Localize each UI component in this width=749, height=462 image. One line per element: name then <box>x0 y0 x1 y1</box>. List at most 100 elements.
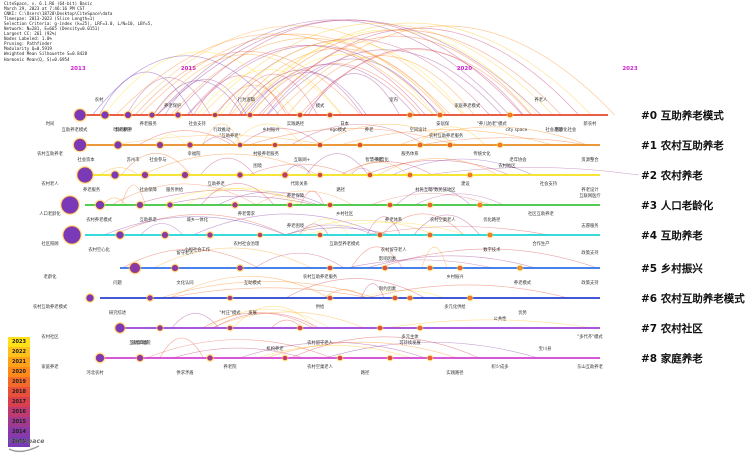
keyword-label: 多元主体 <box>401 333 419 340</box>
keyword-label: 公共性 <box>494 315 508 322</box>
keyword-label: 志愿服务 <box>581 222 599 229</box>
keyword-label: 农村互助养老服务 <box>303 273 338 280</box>
co-citation-arc <box>139 33 452 116</box>
co-citation-arc <box>219 40 466 116</box>
co-citation-arc <box>196 69 342 116</box>
co-citation-arc <box>92 55 280 116</box>
co-citation-arc <box>275 25 615 116</box>
keyword-label: 路径 <box>336 186 345 193</box>
co-citation-arc <box>366 226 549 236</box>
co-citation-arc <box>216 84 290 116</box>
keyword-node <box>237 265 243 271</box>
co-citation-arc <box>201 23 554 116</box>
keyword-label: 优化路径 <box>483 216 501 223</box>
keyword-label: 契约精神 <box>115 126 132 133</box>
keyword-label: 服务供给 <box>166 186 184 193</box>
keyword-node <box>317 232 323 238</box>
info-line: CiteSpace, v. 6.1.R6 (64-bit) Basic <box>4 1 93 6</box>
co-citation-arc <box>265 341 458 359</box>
keyword-node <box>212 112 218 118</box>
keyword-label: 乡村振兴 <box>262 126 280 133</box>
co-citation-arc <box>288 220 436 236</box>
keyword-label: 养老服务 <box>83 186 101 193</box>
keyword-node <box>147 295 153 301</box>
keyword-label: 河北农村 <box>86 369 104 376</box>
keyword-label: 养老 <box>365 126 374 133</box>
co-citation-arc <box>213 38 490 116</box>
keyword-node <box>377 232 383 238</box>
keyword-label: 社会资本 <box>77 156 95 163</box>
legend-year-2022: 2022 <box>8 347 30 357</box>
cluster-label-7: #7 农村社区 <box>641 322 703 335</box>
keyword-node <box>477 202 483 208</box>
info-line: Nodes Labeled: 1.0% <box>4 36 52 42</box>
cluster-label-6: #6 农村互助养老模式 <box>641 292 745 305</box>
co-citation-arc <box>169 275 330 299</box>
co-citation-arc <box>98 71 194 116</box>
info-line: Weighted Mean Silhouette S=0.8428 <box>4 51 88 57</box>
keyword-label: 多元化供给 <box>444 303 466 310</box>
keyword-label: 养老保护 <box>164 102 181 109</box>
keyword-label: 社会支持 <box>540 180 558 187</box>
keyword-label: 农村互助养老模式 <box>33 303 68 310</box>
keyword-node <box>367 172 373 178</box>
keyword-node <box>407 172 413 178</box>
keyword-node <box>77 167 93 183</box>
keyword-label: 养老模式 <box>514 279 532 286</box>
co-citation-arc <box>241 128 322 146</box>
co-citation-arc <box>247 72 367 116</box>
keyword-label: 农村空巢老人 <box>307 363 333 370</box>
legend-year-2020: 2020 <box>8 367 30 377</box>
co-citation-arc <box>255 190 353 206</box>
co-citation-arc <box>134 51 361 116</box>
year-label: 2020 <box>457 66 472 72</box>
keyword-label: 政策支持 <box>581 249 599 256</box>
legend-year-2014: 2014 <box>8 427 30 437</box>
keyword-label: 老龄化社会 <box>555 126 577 133</box>
logo-swoosh-icon <box>8 445 40 453</box>
keyword-node <box>207 232 213 238</box>
keyword-label: 政策支持 <box>581 279 599 286</box>
legend-year-2016: 2016 <box>8 407 30 417</box>
legend-year-2017: 2017 <box>8 397 30 407</box>
keyword-node <box>157 325 163 331</box>
co-citation-arc <box>360 283 385 299</box>
co-citation-arc <box>238 69 363 116</box>
logo-text: CiteSpace <box>9 438 45 445</box>
keyword-node <box>136 201 144 209</box>
keyword-node <box>287 202 293 208</box>
co-citation-arc <box>317 124 458 146</box>
co-citation-arc <box>167 287 370 299</box>
co-citation-arc <box>266 58 439 116</box>
keyword-label: 机构养老 <box>266 345 284 352</box>
co-citation-arc <box>202 123 242 146</box>
keyword-label: 互助幸福院 <box>129 339 151 346</box>
co-citation-arc <box>386 319 593 329</box>
keyword-node <box>387 355 393 361</box>
keyword-node <box>417 142 423 148</box>
keyword-node <box>61 196 79 214</box>
co-citation-arc <box>103 216 286 236</box>
keyword-label: 小组社会工作 <box>184 246 210 253</box>
keyword-label: 可持续发展 <box>399 339 421 346</box>
keyword-label: 东山互助养老 <box>577 363 603 370</box>
keyword-node <box>227 295 233 301</box>
keyword-node <box>116 231 124 239</box>
co-citation-arc <box>257 345 412 359</box>
keyword-label: 互助模式 <box>244 279 262 286</box>
keyword-label: 少数民族地区 <box>430 186 456 193</box>
keyword-label: 乡村社区 <box>336 210 354 217</box>
keyword-label: 社会保障 <box>140 186 158 193</box>
keyword-node <box>171 264 179 272</box>
co-citation-arc <box>346 259 493 269</box>
cluster-label-3: #3 人口老龄化 <box>641 199 714 212</box>
keyword-label: 室内 <box>389 96 398 103</box>
keyword-node <box>407 295 413 301</box>
keyword-node <box>467 172 473 178</box>
keyword-node <box>167 202 173 208</box>
co-citation-arc <box>159 281 376 299</box>
keyword-node <box>457 265 463 271</box>
info-line: Pruning: Pathfinder <box>4 41 52 47</box>
co-citation-arc <box>164 78 248 116</box>
co-citation-arc <box>300 190 325 206</box>
